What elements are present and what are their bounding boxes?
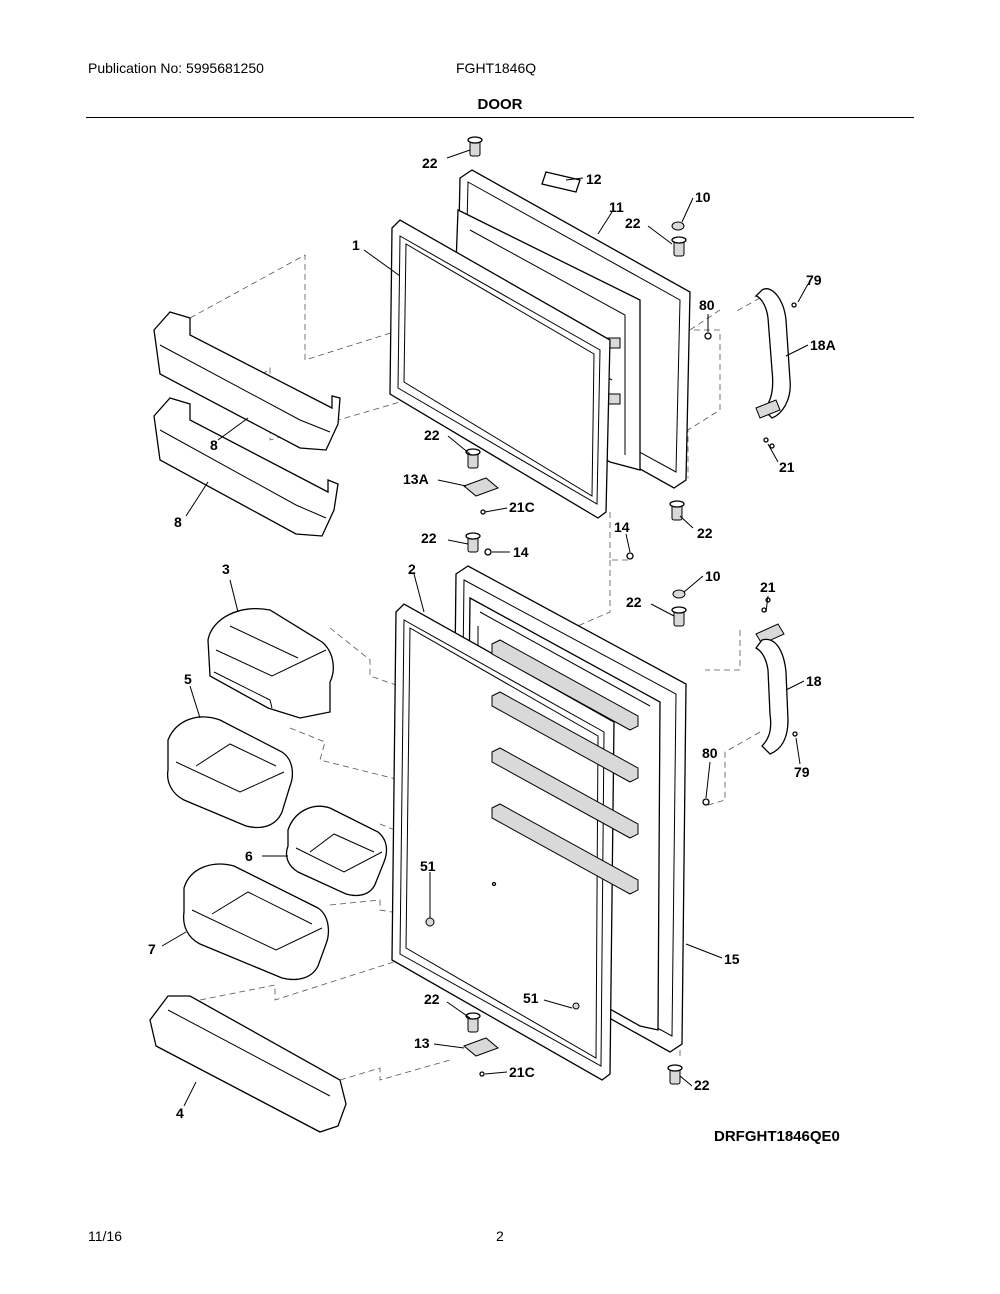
callout-22: 22 — [424, 991, 440, 1007]
callout-80: 80 — [702, 745, 718, 761]
callout-18A: 18A — [810, 337, 836, 353]
freezer-door-handle — [754, 288, 791, 449]
callout-79: 79 — [806, 272, 822, 288]
section-title: DOOR — [477, 96, 523, 113]
door-bin-small — [285, 805, 388, 897]
callout-15: 15 — [724, 951, 740, 967]
callout-5: 5 — [184, 671, 192, 687]
callout-22: 22 — [694, 1077, 710, 1093]
callout-51: 51 — [420, 858, 436, 874]
model-number: FGHT1846Q — [456, 60, 537, 76]
callout-7: 7 — [148, 941, 156, 957]
fresh-food-door-shelf-rails — [491, 639, 639, 895]
page-number: 2 — [496, 1228, 504, 1244]
callout-10: 10 — [705, 568, 721, 584]
callout-22: 22 — [424, 427, 440, 443]
callout-80: 80 — [699, 297, 715, 313]
callout-21: 21 — [779, 459, 795, 475]
callout-10: 10 — [695, 189, 711, 205]
callout-79: 79 — [794, 764, 810, 780]
callout-8: 8 — [174, 514, 182, 530]
callout-14: 14 — [513, 544, 529, 560]
freezer-door-small-parts — [463, 136, 797, 521]
callout-21C: 21C — [509, 499, 535, 515]
footer-date: 11/16 — [88, 1228, 122, 1244]
freezer-shelf-top — [153, 311, 341, 451]
callout-12: 12 — [586, 171, 602, 187]
callout-11: 11 — [609, 199, 624, 215]
freezer-door-gasket — [389, 219, 611, 519]
door-bin-medium-lower — [182, 863, 330, 981]
callout-51: 51 — [523, 990, 539, 1006]
callout-2: 2 — [408, 561, 416, 577]
door-bin-medium-upper — [166, 716, 294, 829]
freezer-label-plate — [541, 171, 581, 193]
callout-22: 22 — [626, 594, 642, 610]
callout-21C: 21C — [509, 1064, 535, 1080]
callout-22: 22 — [422, 155, 438, 171]
door-shelf-bottom — [149, 995, 347, 1133]
callout-6: 6 — [245, 848, 253, 864]
callout-3: 3 — [222, 561, 230, 577]
callout-8: 8 — [210, 437, 218, 453]
callout-13: 13 — [414, 1035, 430, 1051]
callout-18: 18 — [806, 673, 822, 689]
publication-number: Publication No: 5995681250 — [88, 60, 264, 76]
callout-22: 22 — [625, 215, 641, 231]
callout-22: 22 — [697, 525, 713, 541]
freezer-shelf-bottom — [153, 397, 339, 537]
fresh-food-door-handle — [755, 597, 789, 755]
callout-labels: 22 12 10 11 22 1 79 80 18A 8 8 22 13A 21… — [148, 155, 836, 1121]
callout-leader-lines — [161, 149, 809, 1107]
callout-22: 22 — [421, 530, 437, 546]
callout-13A: 13A — [403, 471, 429, 487]
callout-4: 4 — [176, 1105, 184, 1121]
callout-1: 1 — [352, 237, 360, 253]
dairy-compartment-bin — [207, 608, 334, 719]
fresh-food-door-gasket — [391, 603, 615, 1081]
diagram-code: DRFGHT1846QE0 — [714, 1128, 840, 1145]
callout-14: 14 — [614, 519, 630, 535]
header-rule — [86, 117, 914, 118]
callout-21: 21 — [760, 579, 776, 595]
